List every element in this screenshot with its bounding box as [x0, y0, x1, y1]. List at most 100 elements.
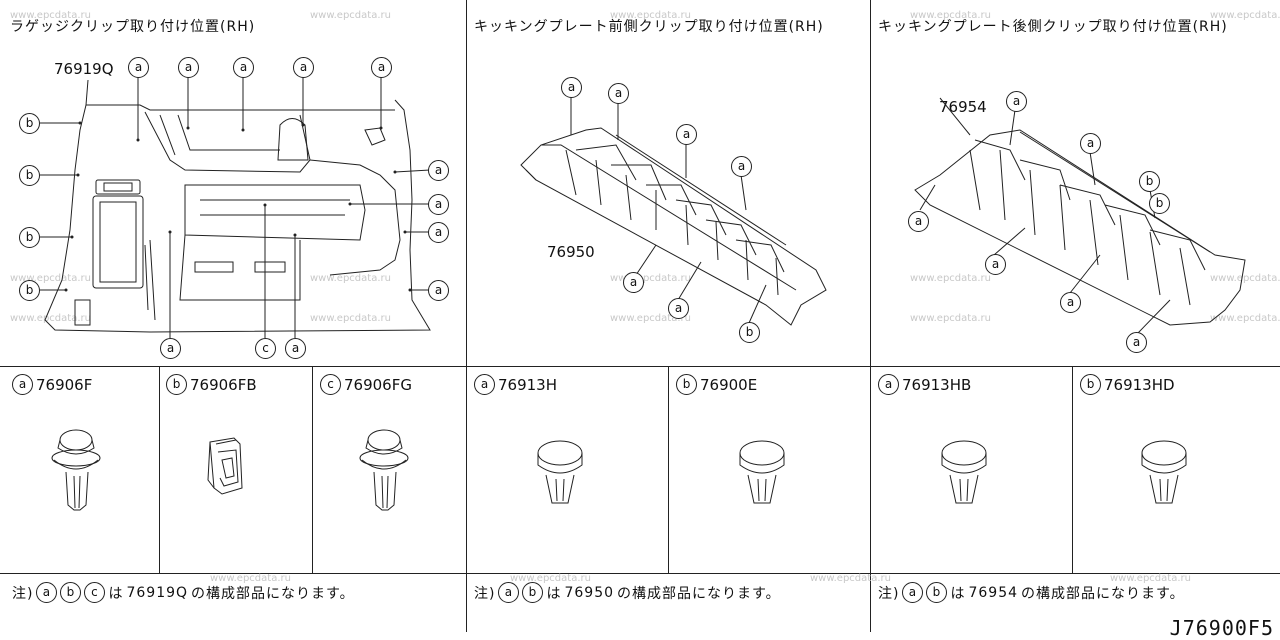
callout-a: a [285, 338, 306, 359]
callout-a: a [668, 298, 689, 319]
callout-c: c [255, 338, 276, 359]
kick-rear-panel-title: キッキングプレート後側クリップ取り付け位置(RH) [878, 19, 1228, 35]
callout-b: b [19, 227, 40, 248]
divider-v5 [668, 366, 669, 573]
callout-a: a [160, 338, 181, 359]
callout-b: b [60, 582, 82, 603]
callout-b: b [19, 113, 40, 134]
divider-h1 [0, 366, 1280, 367]
kick-front-part-number: 76950 [547, 243, 595, 261]
clip-76900E-drawing [739, 440, 785, 504]
part-label: b 76900E [676, 374, 757, 395]
callout-b: b [676, 374, 697, 395]
part-label: a 76913H [474, 374, 557, 395]
callout-a: a [233, 57, 254, 78]
callout-a: a [561, 77, 582, 98]
watermark: www.epcdata.ru [910, 273, 991, 284]
note-text-post: の構成部品になります。 [191, 585, 355, 602]
watermark: www.epcdata.ru [310, 313, 391, 324]
clip-76906FG-drawing [359, 429, 409, 511]
callout-b: b [926, 582, 948, 603]
callout-a: a [1080, 133, 1101, 154]
watermark: www.epcdata.ru [10, 10, 91, 21]
callout-a: a [1126, 332, 1147, 353]
note-text-post: の構成部品になります。 [1021, 585, 1185, 602]
luggage-trim-drawing [40, 77, 431, 338]
callout-b: b [166, 374, 187, 395]
callout-a: a [474, 374, 495, 395]
luggage-part-number: 76919Q [54, 60, 114, 78]
part-number: 76906F [36, 375, 93, 394]
clip-76913H-drawing [537, 440, 583, 504]
callout-a: a [293, 57, 314, 78]
callout-a: a [878, 374, 899, 395]
callout-b: b [19, 165, 40, 186]
note-luggage: 注) a b c は 76919Q の構成部品になります。 [12, 582, 355, 603]
callout-a: a [371, 57, 392, 78]
watermark: www.epcdata.ru [910, 10, 991, 21]
callout-b: b [1149, 193, 1170, 214]
part-label: c 76906FG [320, 374, 412, 395]
divider-v2 [870, 0, 871, 632]
part-number: 76906FG [344, 375, 412, 394]
callout-a: a [428, 160, 449, 181]
callout-a: a [428, 194, 449, 215]
clip-76913HB-drawing [941, 440, 987, 504]
callout-a: a [623, 272, 644, 293]
note-prefix: 注) [878, 585, 900, 602]
part-label: a 76906F [12, 374, 92, 395]
watermark: www.epcdata.ru [10, 313, 91, 324]
callout-a: a [731, 156, 752, 177]
watermark: www.epcdata.ru [310, 10, 391, 21]
watermark: www.epcdata.ru [610, 10, 691, 21]
part-number: 76900E [700, 375, 758, 394]
callout-a: a [676, 124, 697, 145]
watermark: www.epcdata.ru [1110, 573, 1191, 584]
kick-front-panel-title: キッキングプレート前側クリップ取り付け位置(RH) [474, 19, 824, 35]
watermark: www.epcdata.ru [910, 313, 991, 324]
divider-v4 [312, 366, 313, 573]
callout-a: a [1006, 91, 1027, 112]
callout-b: b [19, 280, 40, 301]
diagram-code: J76900F5 [1169, 616, 1274, 640]
part-label: b 76906FB [166, 374, 257, 395]
callout-c: c [320, 374, 341, 395]
clip-76906FB-drawing [207, 437, 243, 495]
watermark: www.epcdata.ru [610, 273, 691, 284]
callout-a: a [12, 374, 33, 395]
callout-a: a [428, 280, 449, 301]
divider-h2 [0, 573, 1280, 574]
kick-front-plate-drawing [520, 97, 827, 326]
callout-c: c [84, 582, 106, 603]
note-part: 76954 [968, 584, 1019, 601]
part-number: 76913HD [1104, 375, 1175, 394]
part-number: 76913H [498, 375, 557, 394]
callout-b: b [739, 322, 760, 343]
divider-v6 [1072, 366, 1073, 573]
watermark: www.epcdata.ru [210, 573, 291, 584]
callout-a: a [128, 57, 149, 78]
divider-v1 [466, 0, 467, 632]
watermark: www.epcdata.ru [810, 573, 891, 584]
callout-b: b [1080, 374, 1101, 395]
callout-a: a [902, 582, 924, 603]
callout-b: b [522, 582, 544, 603]
callout-a: a [608, 83, 629, 104]
note-text-pre: は [546, 585, 562, 602]
callout-a: a [908, 211, 929, 232]
part-number: 76913HB [902, 375, 972, 394]
note-text-pre: は [108, 585, 124, 602]
note-kick-front: 注) a b は 76950 の構成部品になります。 [474, 582, 781, 603]
callout-a: a [428, 222, 449, 243]
note-prefix: 注) [474, 585, 496, 602]
clip-76906F-drawing [51, 429, 101, 511]
callout-a: a [985, 254, 1006, 275]
luggage-panel-title: ラゲッジクリップ取り付け位置(RH) [10, 19, 256, 35]
clip-76913HD-drawing [1141, 440, 1187, 504]
callout-a: a [36, 582, 58, 603]
note-part: 76950 [564, 584, 615, 601]
part-label: b 76913HD [1080, 374, 1175, 395]
part-label: a 76913HB [878, 374, 971, 395]
note-kick-rear: 注) a b は 76954 の構成部品になります。 [878, 582, 1185, 603]
watermark: www.epcdata.ru [510, 573, 591, 584]
